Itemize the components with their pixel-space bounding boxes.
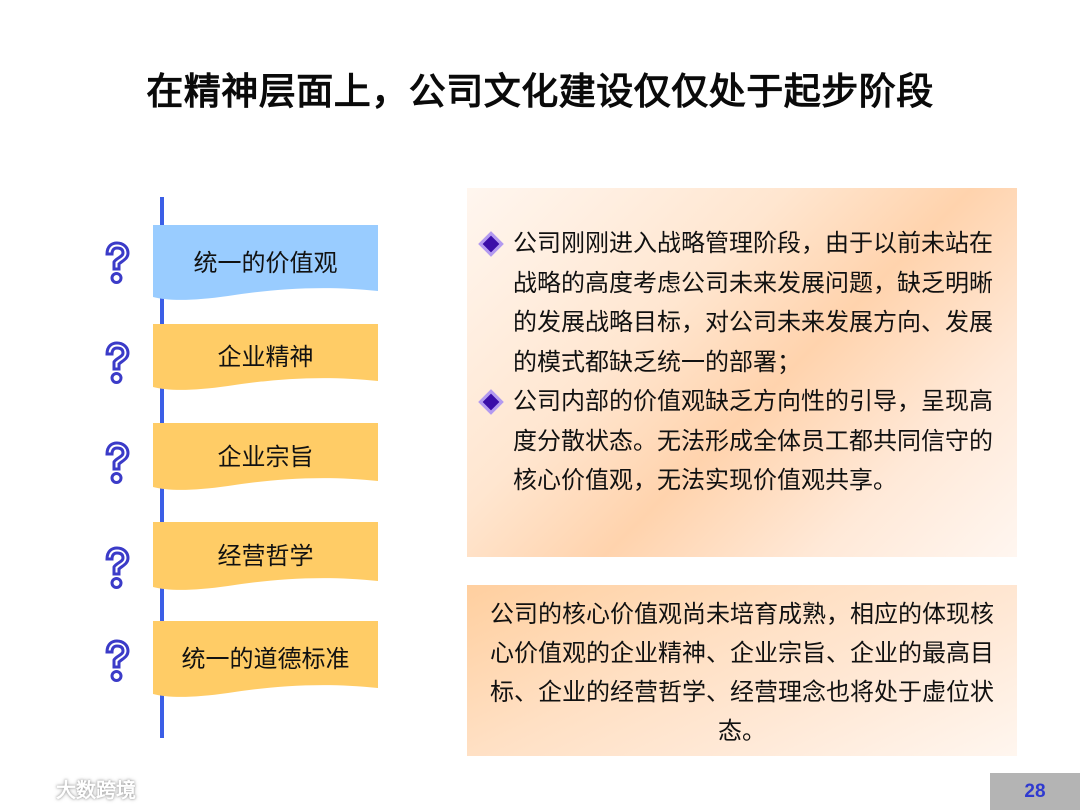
- question-mark-icon: [105, 241, 130, 284]
- label-enterprise-purpose: 企业宗旨: [153, 423, 378, 491]
- summary-text: 公司的核心价值观尚未培育成熟，相应的体现核心价值观的企业精神、企业宗旨、企业的最…: [490, 600, 994, 745]
- diamond-bullet-icon: [478, 389, 504, 415]
- watermark-logo: 大数跨境: [10, 775, 136, 802]
- label-business-philosophy: 经营哲学: [153, 522, 378, 591]
- question-mark-icon: [105, 341, 130, 384]
- label-moral-standard: 统一的道德标准: [153, 621, 378, 698]
- summary-box: 公司的核心价值观尚未培育成熟，相应的体现核心价值观的企业精神、企业宗旨、企业的最…: [467, 585, 1017, 756]
- label-unified-values: 统一的价值观: [153, 225, 378, 301]
- 100-logo-icon: [12, 780, 44, 798]
- label-enterprise-spirit: 企业精神: [153, 324, 378, 391]
- question-mark-icon: [105, 546, 130, 589]
- bullet-item: 公司刚刚进入战略管理阶段，由于以前未站在战略的高度考虑公司未来发展问题，缺乏明晰…: [478, 224, 995, 382]
- diamond-bullet-icon: [478, 231, 504, 257]
- bullet-item: 公司内部的价值观缺乏方向性的引导，呈现高度分散状态。无法形成全体员工都共同信守的…: [478, 382, 995, 501]
- bullet-box: 公司刚刚进入战略管理阶段，由于以前未站在战略的高度考虑公司未来发展问题，缺乏明晰…: [467, 188, 1017, 557]
- page-number: 28: [990, 773, 1080, 810]
- question-mark-icon: [105, 441, 130, 484]
- question-mark-icon: [105, 639, 130, 682]
- slide-title: 在精神层面上，公司文化建设仅仅处于起步阶段: [146, 70, 934, 113]
